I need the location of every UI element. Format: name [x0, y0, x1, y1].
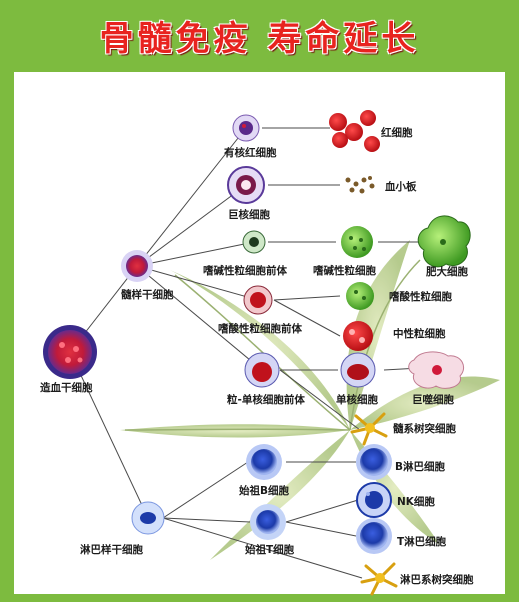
label-pro-b: 始祖B细胞 [239, 485, 290, 497]
label-eosinophil-precursor: 嗜酸性粒细胞前体 [218, 323, 302, 335]
myeloid-stem-cell-icon [121, 250, 153, 282]
label-pro-t: 始祖T细胞 [245, 544, 295, 556]
myeloid-dc-icon [350, 412, 388, 446]
label-nk-cell: NK细胞 [397, 496, 435, 508]
label-rbc: 红细胞 [381, 127, 413, 139]
label-hsc: 造血干细胞 [40, 382, 93, 394]
label-mast: 肥大细胞 [426, 266, 468, 278]
label-macrophage: 巨噬细胞 [412, 394, 454, 406]
poster-title: 骨髓免疫 寿命延长 [99, 19, 420, 59]
label-b-cell: B淋巴细胞 [395, 461, 446, 473]
nk-cell-icon [356, 482, 392, 518]
label-eosinophil: 嗜酸性粒细胞 [389, 291, 452, 303]
basophil-icon [341, 226, 373, 258]
label-gm-precursor: 粒-单核细胞前体 [227, 394, 305, 406]
mast-cell-icon [417, 215, 471, 268]
label-megakaryocyte: 巨核细胞 [228, 209, 270, 221]
macrophage-icon [408, 351, 464, 389]
pro-t-icon [250, 504, 286, 540]
label-lymphoid-stem: 淋巴样干细胞 [80, 544, 143, 556]
b-cell-icon [356, 444, 392, 480]
label-nucleated-rbc: 有核红细胞 [224, 147, 277, 159]
megakaryocyte-icon [227, 166, 265, 204]
neutrophil-icon [343, 321, 373, 351]
label-basophil-precursor: 嗜碱性粒细胞前体 [203, 265, 287, 277]
hsc-cell-icon [43, 325, 97, 379]
gm-precursor-icon [244, 352, 280, 388]
eosinophil-precursor-icon [243, 285, 273, 315]
basophil-precursor-icon [242, 230, 266, 254]
t-cell-icon [356, 518, 392, 554]
nucleated-rbc-icon [232, 114, 260, 142]
monocyte-icon [340, 352, 376, 388]
label-lymphoid-dc: 淋巴系树突细胞 [400, 574, 474, 586]
label-platelet: 血小板 [385, 181, 417, 193]
lymphoid-dc-icon [360, 562, 398, 596]
lymphoid-stem-cell-icon [131, 501, 165, 535]
rbc-cluster-icon [329, 110, 380, 152]
platelet-icon [345, 176, 375, 194]
connector-lines [69, 127, 426, 579]
label-myeloid-dc: 髓系树突细胞 [393, 423, 456, 435]
label-myeloid-stem: 髓样干细胞 [121, 289, 174, 301]
label-t-cell: T淋巴细胞 [397, 536, 447, 548]
pro-b-icon [246, 444, 282, 480]
eosinophil-icon [346, 282, 374, 310]
label-neutrophil: 中性粒细胞 [393, 328, 446, 340]
label-monocyte: 单核细胞 [336, 394, 378, 406]
label-basophil: 嗜碱性粒细胞 [313, 265, 376, 277]
